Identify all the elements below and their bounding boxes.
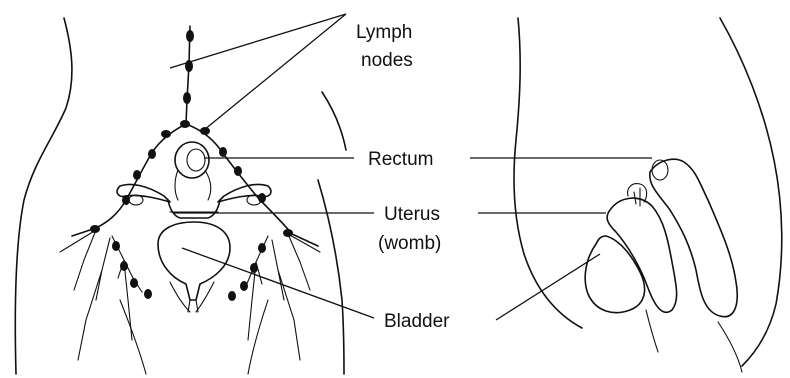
front-view [15,18,346,374]
lymph-node [219,147,227,157]
side-fallopian-tube [628,184,647,206]
side-uterus [607,198,677,312]
lymph-node [183,92,191,104]
leader-bladder-side [496,254,600,320]
side-rectum [650,159,737,316]
right-inguinal-vessels [246,234,320,360]
front-rectum [175,142,209,178]
leader-lymph-upper [170,14,346,68]
labels: Lymph nodes Rectum Uterus (womb) Bladder [356,22,450,332]
lymph-node [112,241,120,251]
side-bladder [585,236,644,313]
lymph-node [120,261,128,271]
front-inner-thigh-left [120,300,146,374]
front-body-outline-left [15,18,72,374]
front-uterus [168,200,220,218]
front-ovary-left [129,195,143,205]
lymph-node [148,149,156,159]
front-hip-right [318,180,344,374]
front-body-outline-right [322,92,346,150]
lymph-node [240,281,248,291]
front-rectum-stem [175,170,211,200]
side-thigh-line [718,322,742,372]
side-view [514,18,782,372]
front-pelvic-floor [170,282,214,312]
side-front-outline [720,18,782,366]
lymph-node [186,30,194,42]
lymph-node [228,291,236,301]
lymph-node [258,193,266,203]
side-back-outline [514,18,582,328]
lymph-node [180,120,190,128]
leader-lymph-lower [204,14,346,130]
front-rectum-inner [187,149,205,171]
label-lymph-nodes-line1: Lymph [356,22,412,43]
lymph-node [200,127,210,135]
lymph-node [161,130,171,138]
side-vagina [646,310,658,352]
label-uterus-line2: (womb) [378,233,441,254]
lymph-node [133,170,141,180]
label-lymph-nodes-line2: nodes [361,50,413,71]
lymph-node [144,289,152,299]
label-bladder: Bladder [384,311,450,332]
label-rectum: Rectum [368,149,433,170]
lymph-node [130,278,138,288]
lymph-node [258,243,266,253]
leader-bladder-front [182,248,374,318]
lymph-node [234,166,242,176]
lymph-node [250,263,258,273]
front-urethra [188,300,198,312]
left-pelvic-lymph-chain [72,124,186,236]
left-inguinal-vessels [60,230,142,360]
label-uterus-line1: Uterus [384,204,440,225]
